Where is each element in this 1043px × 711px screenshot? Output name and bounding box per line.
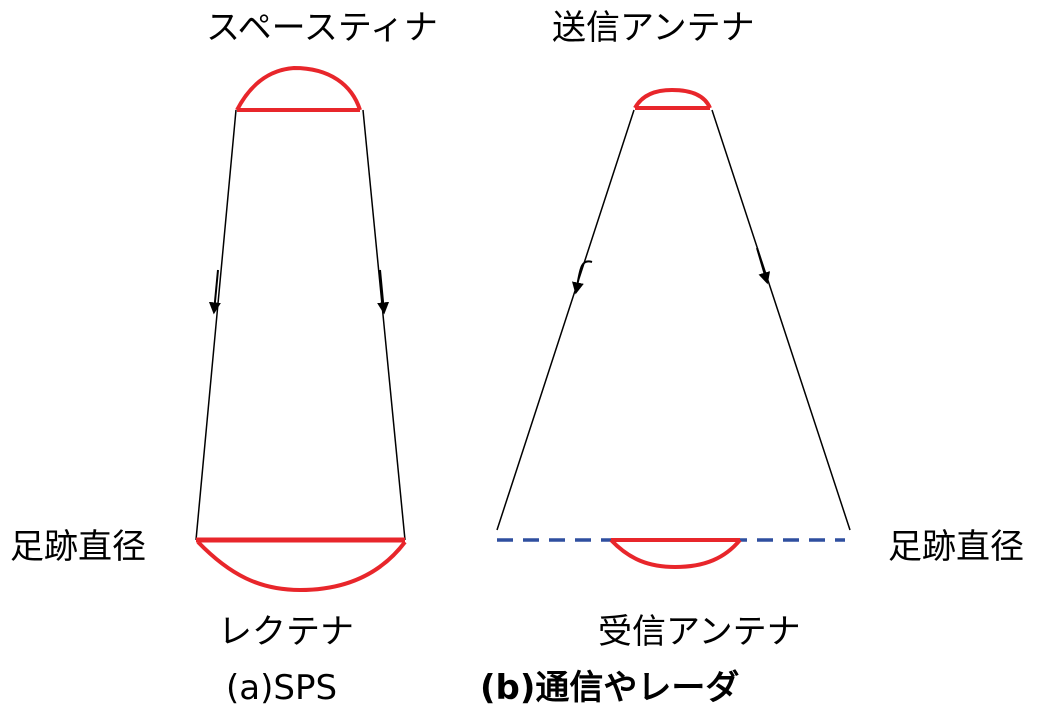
label-footprint-diameter-right: 足跡直径 bbox=[888, 527, 1024, 567]
caption-panel-a: (a)SPS bbox=[226, 668, 338, 708]
beam-edge-right-a bbox=[362, 109, 406, 541]
label-rectenna: レクテナ bbox=[218, 612, 354, 652]
rectenna-dish bbox=[196, 540, 407, 593]
caption-panel-b: (b)通信やレーダ bbox=[480, 668, 740, 708]
beam-arrow-right-a bbox=[377, 269, 390, 315]
panel-b-figure bbox=[496, 87, 851, 570]
beam-edge-left-a bbox=[195, 109, 237, 541]
label-space-antenna: スペースティナ bbox=[206, 8, 438, 48]
space-antenna-dome bbox=[235, 65, 362, 111]
beam-edge-left-b bbox=[496, 109, 635, 531]
label-transmit-antenna: 送信アンテナ bbox=[552, 8, 755, 48]
beam-arrow-left-a bbox=[208, 269, 221, 315]
beam-edge-right-b bbox=[711, 109, 851, 531]
beam-arrow-left-b bbox=[571, 260, 593, 295]
panel-a-figure bbox=[195, 65, 407, 593]
label-receive-antenna: 受信アンテナ bbox=[598, 612, 801, 652]
label-footprint-diameter-left: 足跡直径 bbox=[10, 527, 146, 567]
rx-antenna-dish bbox=[609, 538, 742, 570]
tx-antenna-dome bbox=[633, 87, 712, 110]
beam-arrow-right-b bbox=[756, 247, 771, 285]
